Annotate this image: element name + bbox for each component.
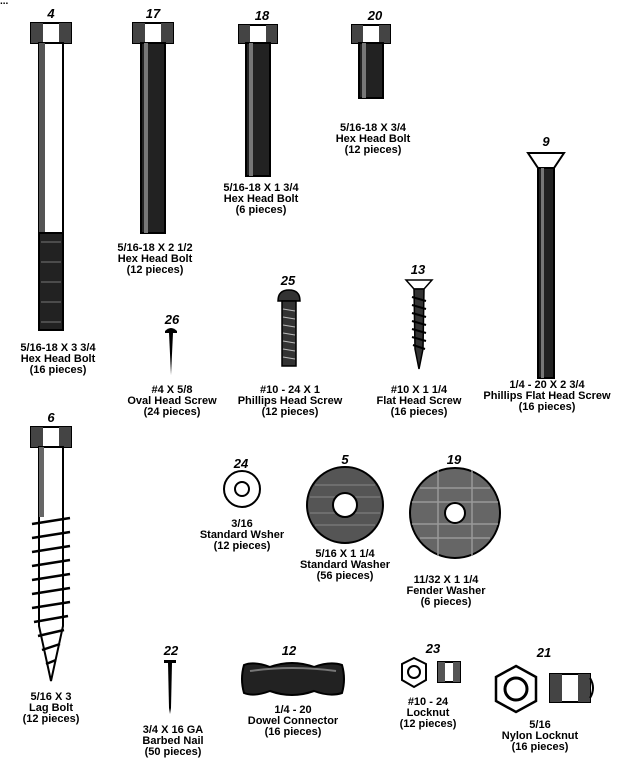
part-24-number: 24 xyxy=(233,456,249,471)
dowel-connector-icon xyxy=(241,662,345,696)
lag-bolt-icon xyxy=(30,426,72,682)
part-5-number: 5 xyxy=(341,452,349,467)
part-6-number: 6 xyxy=(47,410,55,425)
part-21-number: 21 xyxy=(536,645,552,660)
standard-washer-3-16-icon xyxy=(223,470,261,508)
part-20-number: 20 xyxy=(367,8,383,23)
barbed-nail-icon xyxy=(164,660,176,714)
hex-bolt-3-3-4-icon xyxy=(30,22,72,331)
part-4-number: 4 xyxy=(47,6,55,21)
part-12-number: 12 xyxy=(281,643,297,658)
phillips-head-screw-icon xyxy=(277,289,301,367)
hex-bolt-2-1-2-icon xyxy=(132,22,174,234)
part-19-number: 19 xyxy=(446,452,462,467)
fender-washer-icon xyxy=(409,467,501,559)
part-17-number: 17 xyxy=(145,6,161,21)
flat-head-screw-2-3-4-icon xyxy=(526,152,566,379)
hex-bolt-3-4-icon xyxy=(351,24,391,99)
part-25-number: 25 xyxy=(280,273,296,288)
part-9-number: 9 xyxy=(542,134,550,149)
locknut-icon xyxy=(401,656,461,689)
oval-head-screw-icon xyxy=(165,328,177,375)
part-23-number: 23 xyxy=(425,641,441,656)
flat-head-wood-screw-icon xyxy=(404,279,434,370)
part-13-number: 13 xyxy=(410,262,426,277)
part-26-number: 26 xyxy=(164,312,180,327)
hex-bolt-1-3-4-icon xyxy=(238,24,278,177)
nylon-locknut-icon xyxy=(494,664,594,714)
standard-washer-5-16-icon xyxy=(306,466,384,544)
header-fragment: ... xyxy=(0,0,9,7)
part-18-number: 18 xyxy=(254,8,270,23)
part-22-number: 22 xyxy=(163,643,179,658)
